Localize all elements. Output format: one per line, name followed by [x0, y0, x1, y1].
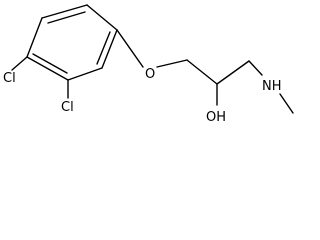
ether-oxygen-label: O [145, 67, 155, 82]
ring-bond [41, 4, 88, 19]
ring-bond [101, 29, 118, 69]
ring-bond [86, 4, 118, 31]
benzene-ring [26, 4, 118, 81]
bond-chol-to-ch2-amine [216, 60, 250, 85]
chlorine-upper-label: Cl [3, 71, 16, 86]
ring-bond [26, 56, 69, 81]
chemical-structure-diagram: Cl Cl O OH NH [3, 4, 294, 125]
bond-ring-to-ether-oxygen [116, 29, 144, 68]
ring-bond [26, 17, 43, 58]
hydroxyl-label: OH [206, 110, 226, 125]
bond-ch2-to-chol [186, 59, 218, 85]
bond-amine-to-methyl [279, 93, 294, 114]
bond-oxygen-to-ch2 [156, 59, 188, 68]
ring-double-bond [96, 31, 111, 65]
bond-ring-to-cl-upper [11, 56, 28, 71]
ring-double-bond [32, 53, 68, 74]
bond-ch2-to-amine [248, 60, 263, 76]
ring-double-bond [47, 11, 86, 24]
ring-bond [67, 67, 103, 81]
amine-label: NH [262, 79, 282, 94]
chlorine-lower-label: Cl [61, 100, 74, 115]
